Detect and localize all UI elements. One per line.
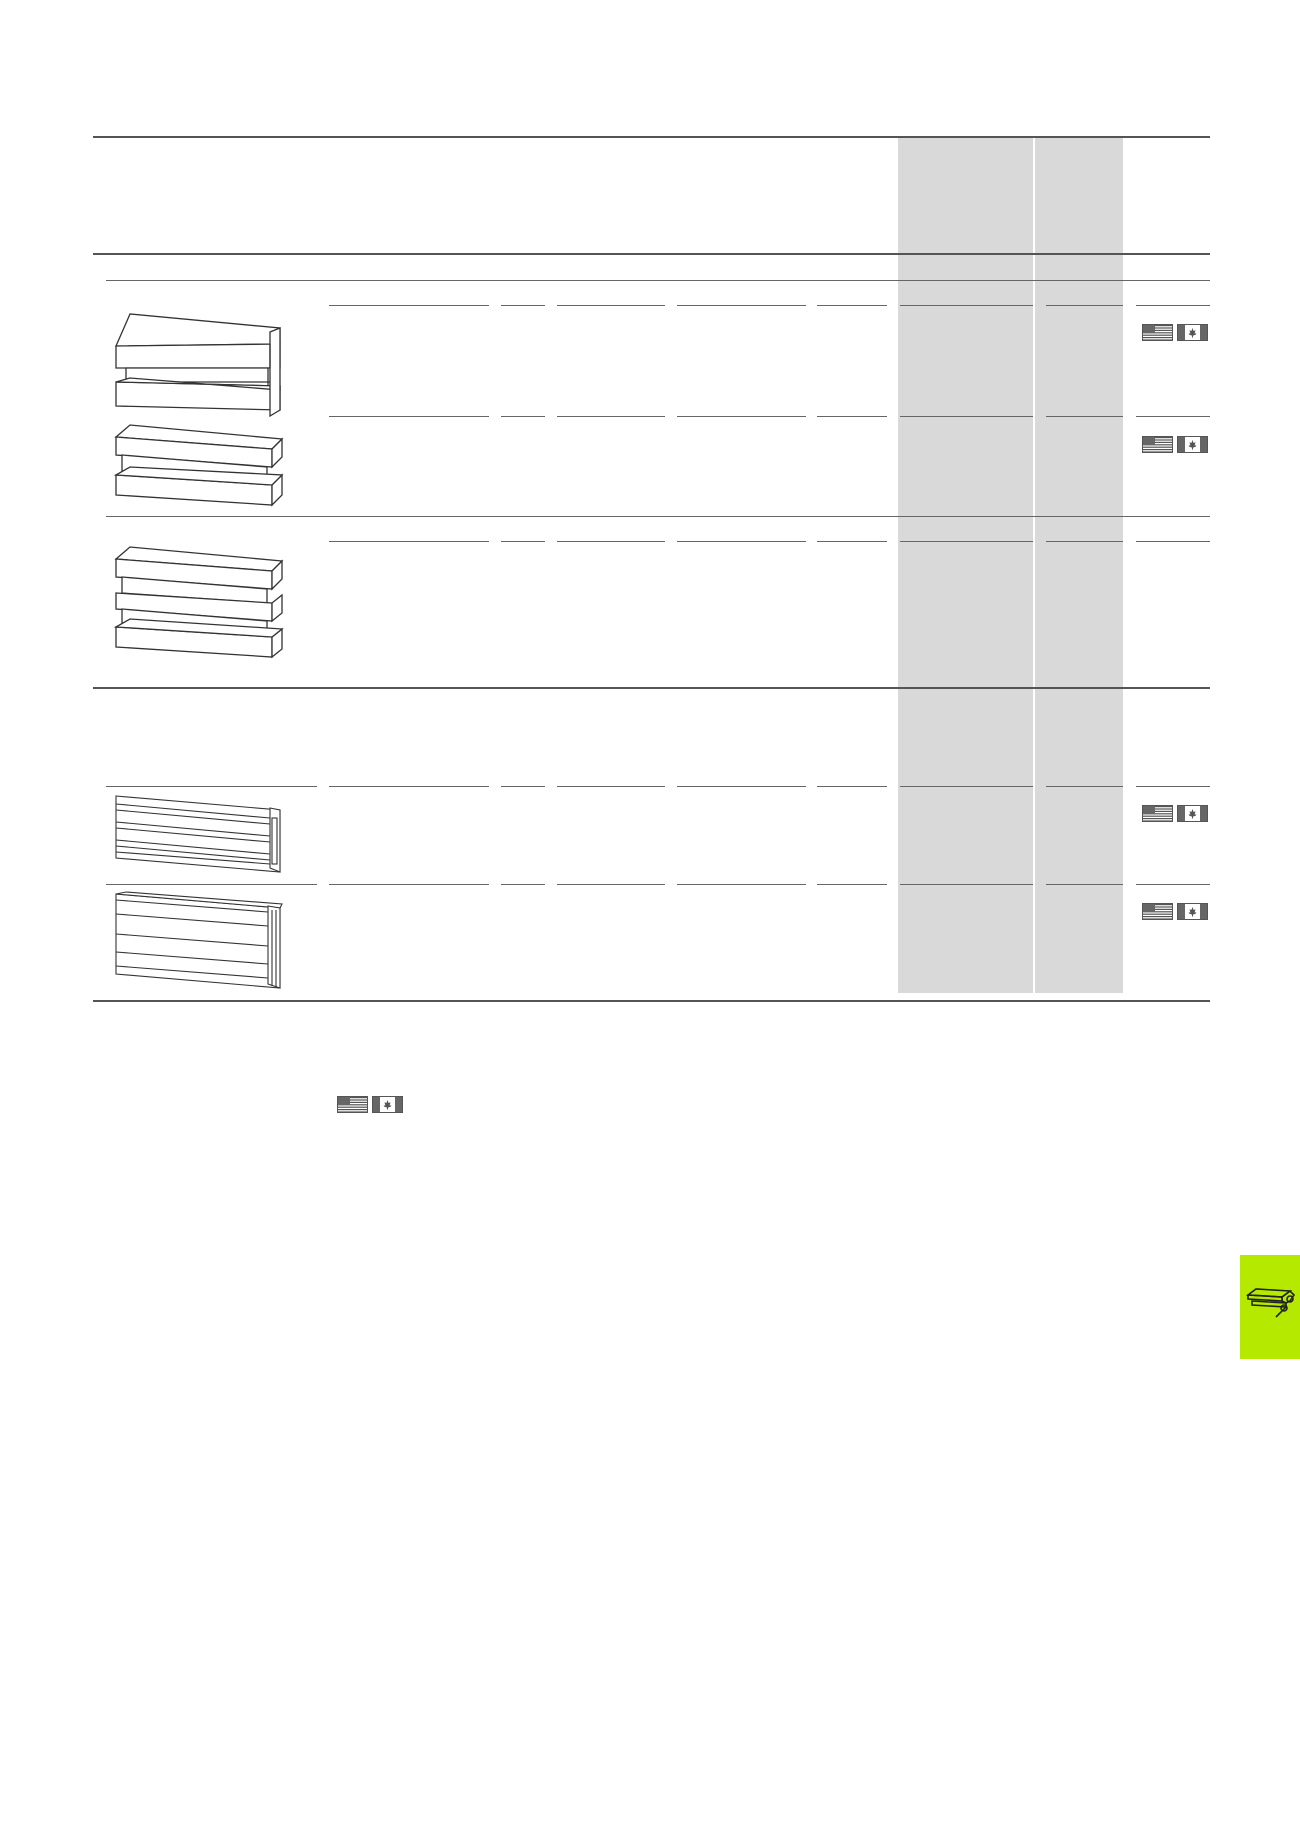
row-rule-3-8 bbox=[1136, 541, 1210, 542]
canada-flag-icon bbox=[1177, 805, 1208, 822]
us-flag-icon bbox=[1142, 436, 1173, 453]
row-rule-5-8 bbox=[1046, 884, 1123, 885]
row-rule-3-7 bbox=[1046, 541, 1123, 542]
row-rule-1-1 bbox=[329, 305, 489, 306]
row-rule-1-7 bbox=[1046, 305, 1123, 306]
row-rule-3-1 bbox=[329, 541, 489, 542]
row-rule-5-6 bbox=[817, 884, 887, 885]
row-rule-4-6 bbox=[817, 786, 887, 787]
row-rule-3-2 bbox=[501, 541, 545, 542]
shaded-column-b bbox=[1035, 138, 1123, 993]
canada-flag-icon bbox=[1177, 436, 1208, 453]
row-rule-4-9 bbox=[1136, 786, 1210, 787]
row-rule-2-6 bbox=[900, 416, 1033, 417]
row-rule-1-2 bbox=[501, 305, 545, 306]
us-flag-icon bbox=[337, 1096, 368, 1113]
us-flag-icon bbox=[1142, 903, 1173, 920]
legend-flags bbox=[337, 1096, 403, 1113]
row-rule-4-2 bbox=[329, 786, 489, 787]
us-flag-icon bbox=[1142, 805, 1173, 822]
us-flag-icon bbox=[1142, 324, 1173, 341]
shaded-column-a bbox=[898, 138, 1033, 993]
row-rule-5-9 bbox=[1136, 884, 1210, 885]
canada-flag-icon bbox=[1177, 324, 1208, 341]
single-rail-profile-icon bbox=[112, 310, 287, 420]
rule-group-1 bbox=[106, 280, 1210, 281]
row-rule-4-7 bbox=[900, 786, 1033, 787]
row-rule-3-5 bbox=[817, 541, 887, 542]
row-rule-1-8 bbox=[1136, 305, 1210, 306]
row-rule-4-3 bbox=[501, 786, 545, 787]
row-rule-1-5 bbox=[817, 305, 887, 306]
row-rule-1-4 bbox=[677, 305, 806, 306]
availability-flags-row-5 bbox=[1142, 903, 1208, 920]
rule-header-bottom bbox=[93, 253, 1210, 255]
availability-flags-row-1 bbox=[1142, 324, 1208, 341]
rule-section-2 bbox=[93, 687, 1210, 689]
row-rule-3-4 bbox=[677, 541, 806, 542]
row-rule-4-8 bbox=[1046, 786, 1123, 787]
row-rule-5-7 bbox=[900, 884, 1033, 885]
rail-profile-icon bbox=[1245, 1281, 1296, 1326]
section-tab[interactable] bbox=[1240, 1255, 1300, 1359]
row-rule-3-6 bbox=[900, 541, 1033, 542]
double-rail-profile-icon bbox=[112, 423, 287, 515]
availability-flags-row-2 bbox=[1142, 436, 1208, 453]
rule-top bbox=[93, 136, 1210, 138]
availability-flags-row-4 bbox=[1142, 805, 1208, 822]
row-rule-5-2 bbox=[329, 884, 489, 885]
row-rule-4-1 bbox=[106, 786, 317, 787]
row-rule-5-1 bbox=[106, 884, 317, 885]
row-rule-2-4 bbox=[677, 416, 806, 417]
row-rule-5-4 bbox=[557, 884, 665, 885]
row-rule-5-3 bbox=[501, 884, 545, 885]
flat-rail-profile-icon bbox=[112, 792, 287, 874]
row-rule-5-5 bbox=[677, 884, 806, 885]
rule-group-2 bbox=[106, 516, 1210, 517]
canada-flag-icon bbox=[372, 1096, 403, 1113]
row-rule-2-2 bbox=[501, 416, 545, 417]
row-rule-2-1 bbox=[329, 416, 489, 417]
row-rule-2-7 bbox=[1046, 416, 1123, 417]
row-rule-3-3 bbox=[557, 541, 665, 542]
row-rule-2-5 bbox=[817, 416, 887, 417]
row-rule-4-5 bbox=[677, 786, 806, 787]
row-rule-1-6 bbox=[900, 305, 1033, 306]
row-rule-1-3 bbox=[557, 305, 665, 306]
row-rule-2-8 bbox=[1136, 416, 1210, 417]
row-rule-2-3 bbox=[557, 416, 665, 417]
rule-bottom bbox=[93, 1000, 1210, 1002]
wide-rail-profile-icon bbox=[112, 890, 287, 990]
canada-flag-icon bbox=[1177, 903, 1208, 920]
row-rule-4-4 bbox=[557, 786, 665, 787]
triple-rail-profile-icon bbox=[112, 545, 287, 680]
